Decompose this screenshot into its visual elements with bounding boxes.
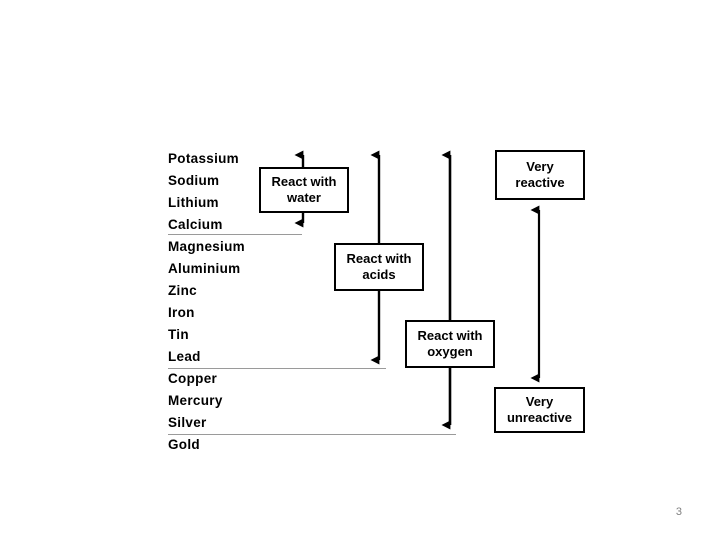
callout-react-with-water: React with water — [259, 167, 349, 213]
divider-below-silver — [168, 434, 456, 435]
list-item: Silver — [168, 412, 298, 434]
metal-label-silver: Silver — [168, 415, 207, 430]
callout-very-unreactive-line2: unreactive — [506, 410, 573, 425]
list-item: Calcium — [168, 214, 298, 236]
callout-water-line1: React with — [271, 173, 337, 189]
list-item: Potassium — [168, 148, 298, 170]
metal-label-potassium: Potassium — [168, 151, 239, 166]
metal-label-aluminium: Aluminium — [168, 261, 241, 276]
page-number: 3 — [675, 506, 682, 518]
list-item: Zinc — [168, 280, 298, 302]
metal-label-lithium: Lithium — [168, 195, 219, 210]
callout-acids-line1: React with — [346, 250, 412, 266]
callout-very-unreactive-line1: Very — [525, 393, 554, 409]
callout-react-with-oxygen: React with oxygen — [405, 320, 495, 368]
list-item: Aluminium — [168, 258, 298, 280]
metal-label-iron: Iron — [168, 305, 195, 320]
list-item: Mercury — [168, 390, 298, 412]
callout-water-line2: water — [287, 190, 321, 205]
callout-oxygen-line1: React with — [417, 327, 483, 343]
divider-below-calcium — [168, 234, 302, 235]
list-item: Iron — [168, 302, 298, 324]
metal-label-zinc: Zinc — [168, 283, 197, 298]
callout-very-reactive: Very reactive — [495, 150, 585, 200]
callout-react-with-acids: React with acids — [334, 243, 424, 291]
metal-label-lead: Lead — [168, 349, 201, 364]
list-item: Copper — [168, 368, 298, 390]
metal-label-gold: Gold — [168, 437, 200, 452]
divider-below-lead — [168, 368, 386, 369]
callout-very-reactive-line2: reactive — [515, 175, 565, 190]
metal-label-tin: Tin — [168, 327, 189, 342]
list-item: Magnesium — [168, 236, 298, 258]
list-item: Sodium — [168, 170, 298, 192]
list-item: Lead — [168, 346, 298, 368]
callout-oxygen-line2: oxygen — [427, 344, 473, 359]
reactivity-series-list: Potassium Sodium Lithium Calcium Magnesi… — [168, 148, 298, 456]
callout-acids-line2: acids — [362, 267, 396, 282]
metal-label-calcium: Calcium — [168, 217, 223, 232]
callout-very-reactive-line1: Very — [526, 158, 554, 174]
metal-label-sodium: Sodium — [168, 173, 220, 188]
metal-label-magnesium: Magnesium — [168, 239, 245, 254]
list-item: Tin — [168, 324, 298, 346]
metal-label-mercury: Mercury — [168, 393, 223, 408]
list-item: Gold — [168, 434, 298, 456]
list-item: Lithium — [168, 192, 298, 214]
callout-very-unreactive: Very unreactive — [494, 387, 585, 433]
metal-label-copper: Copper — [168, 371, 218, 386]
